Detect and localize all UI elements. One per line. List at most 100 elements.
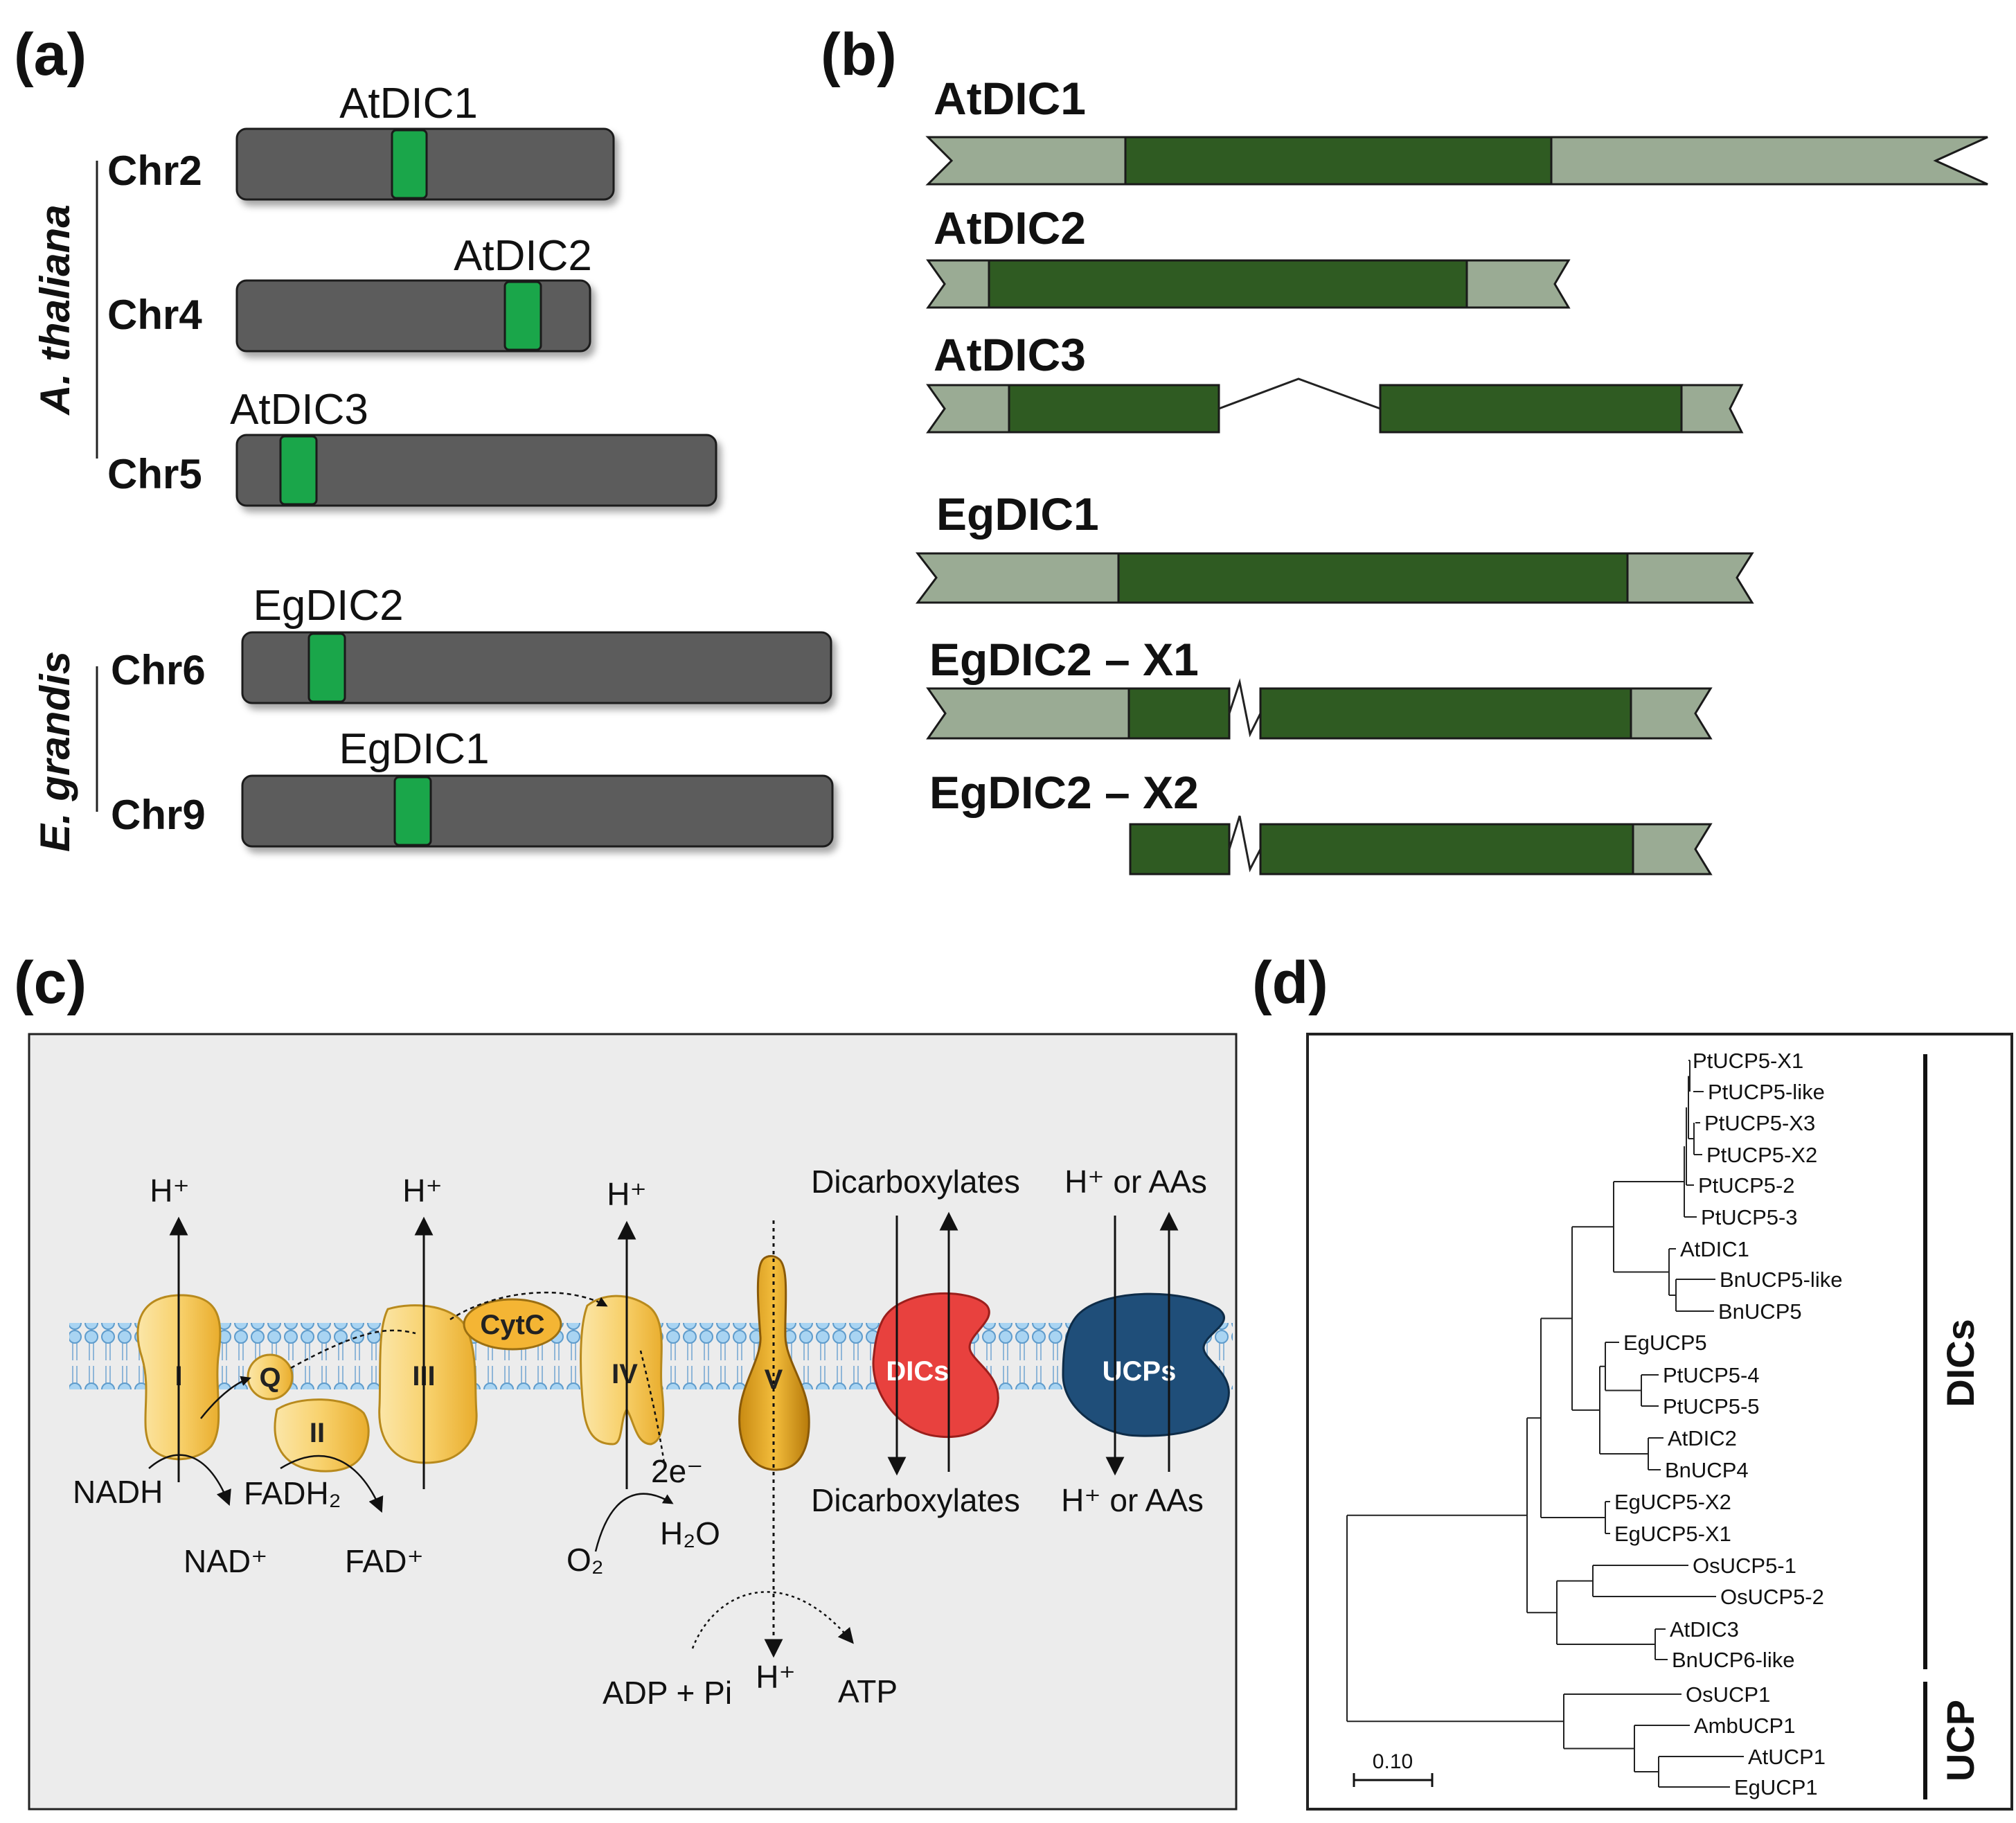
- fadh2-arc-arrow: [280, 1455, 384, 1513]
- phylogenetic-tree: [1346, 1060, 1744, 1788]
- fad-label: FAD⁺: [345, 1543, 424, 1579]
- transcript-label-egdic2-x1: EgDIC2 – X1: [929, 634, 1199, 685]
- species-label-athaliana: A. thaliana: [32, 204, 78, 416]
- h2o-label: H₂O: [660, 1515, 720, 1551]
- gene-locus-atdic2: [503, 281, 542, 351]
- taxon-label: AmbUCP1: [1694, 1714, 1795, 1738]
- taxon-label: EgUCP5: [1623, 1331, 1707, 1355]
- o2-label: O₂: [567, 1542, 604, 1578]
- panel-a-label: (a): [14, 21, 87, 88]
- nadh-arc-arrow: [148, 1454, 231, 1506]
- transcript-egdic2x2-exon1-cds: [1129, 823, 1231, 875]
- group-label-ucp: UCP: [1938, 1700, 1982, 1781]
- proton-label-complex-iii: H⁺: [402, 1173, 443, 1209]
- complex-ii: [274, 1398, 370, 1473]
- chr-label-chr6: Chr6: [111, 647, 206, 693]
- panel-d-frame: [1306, 1033, 2013, 1811]
- gene-locus-atdic3: [279, 435, 318, 506]
- gene-locus-egdic2: [307, 632, 346, 703]
- taxon-label: PtUCP5-3: [1701, 1205, 1798, 1229]
- transcript-egdic2x1-exon1-cds: [1127, 687, 1231, 740]
- dics-bottom-label: Dicarboxylates: [811, 1482, 1020, 1518]
- transcript-label-atdic1: AtDIC1: [934, 73, 1086, 124]
- taxon-label: OsUCP5-2: [1720, 1585, 1824, 1609]
- taxon-label: PtUCP5-4: [1663, 1363, 1760, 1387]
- transcript-atdic1-cds: [1124, 136, 1553, 186]
- atp-synthesis-arc-arrow: [691, 1591, 854, 1649]
- transcript-atdic2-cds: [988, 259, 1468, 309]
- taxon-label: EgUCP5-X1: [1614, 1522, 1731, 1546]
- electron-arrow-iv-down: [639, 1350, 666, 1469]
- gene-label-atdic2: AtDIC2: [454, 232, 592, 280]
- transcript-egdic1-cds: [1117, 552, 1629, 604]
- panel-c-label: (c): [14, 950, 87, 1016]
- group-label-dics: DICs: [1938, 1319, 1982, 1407]
- chr-label-chr9: Chr9: [111, 792, 206, 838]
- ucps-bottom-label: H⁺ or AAs: [1061, 1482, 1204, 1518]
- complex-iv: [580, 1295, 665, 1446]
- ucps-top-label: H⁺ or AAs: [1064, 1164, 1207, 1200]
- taxon-label: PtUCP5-5: [1663, 1394, 1760, 1419]
- panel-d: PtUCP5-X1PtUCP5-likePtUCP5-X3PtUCP5-X2Pt…: [1306, 1033, 2013, 1811]
- electron-arrow-iii-to-iv: [449, 1291, 608, 1321]
- proton-label-complex-iv: H⁺: [607, 1176, 647, 1212]
- panel-c: I Q II III CytC IV V DICs UCPs H⁺ H⁺ H⁺ …: [28, 1033, 1238, 1811]
- transcript-egdic2x1-intron: [1228, 678, 1262, 738]
- chr-label-chr2: Chr2: [107, 148, 202, 194]
- transcript-label-atdic3: AtDIC3: [934, 329, 1086, 380]
- species-label-egrandis: E. grandis: [32, 651, 78, 852]
- panel-b: AtDIC1 AtDIC2 AtDIC3 EgDIC1 EgDIC2 – X1 …: [915, 73, 1988, 875]
- taxon-label: PtUCP5-like: [1708, 1080, 1825, 1104]
- chromosome-chr9: [241, 774, 834, 848]
- chromosome-chr5: [235, 434, 717, 507]
- chr-label-chr4: Chr4: [107, 292, 202, 338]
- taxon-label: EgUCP5-X2: [1614, 1490, 1731, 1514]
- panel-d-label: (d): [1252, 950, 1328, 1016]
- taxon-label: PtUCP5-X3: [1704, 1111, 1815, 1135]
- ucps-carrier: [1062, 1292, 1230, 1437]
- taxon-label: PtUCP5-2: [1698, 1173, 1795, 1198]
- gene-label-egdic1: EgDIC1: [339, 725, 489, 773]
- electron-arrow-i-to-q: [200, 1376, 251, 1419]
- nadh-label: NADH: [73, 1474, 163, 1510]
- complex-iv-label: IV: [612, 1359, 638, 1389]
- taxon-label: PtUCP5-X2: [1706, 1143, 1817, 1167]
- phylogenetic-tree-labels: PtUCP5-X1PtUCP5-likePtUCP5-X3PtUCP5-X2Pt…: [1614, 1049, 1842, 1799]
- proton-label-complex-i: H⁺: [150, 1173, 190, 1209]
- taxon-label: OsUCP1: [1686, 1682, 1770, 1707]
- oxygen-arc-arrow: [594, 1493, 674, 1552]
- chromosome-chr4: [235, 279, 591, 353]
- taxon-label: AtDIC3: [1670, 1617, 1739, 1642]
- chr-label-chr5: Chr5: [107, 451, 202, 497]
- atp-label: ATP: [838, 1673, 898, 1709]
- taxon-label: EgUCP1: [1734, 1775, 1818, 1799]
- cytochrome-c: [463, 1298, 562, 1351]
- gene-label-atdic3: AtDIC3: [230, 386, 368, 434]
- gene-label-atdic1: AtDIC1: [339, 80, 478, 127]
- taxon-label: OsUCP5-1: [1693, 1554, 1796, 1578]
- taxon-label: BnUCP4: [1665, 1458, 1749, 1482]
- complex-v: [738, 1255, 810, 1471]
- taxon-label: PtUCP5-X1: [1693, 1049, 1803, 1073]
- taxon-label: AtDIC2: [1668, 1426, 1737, 1450]
- dics-carrier: [872, 1292, 999, 1439]
- complex-ii-label: II: [310, 1418, 325, 1448]
- adp-label: ADP + Pi: [603, 1675, 732, 1711]
- fadh2-label: FADH₂: [244, 1475, 341, 1511]
- taxon-label: BnUCP5-like: [1720, 1268, 1842, 1292]
- complex-iii: [378, 1304, 478, 1464]
- scale-bar-label: 0.10: [1373, 1750, 1413, 1773]
- transcript-label-atdic2: AtDIC2: [934, 202, 1086, 254]
- taxon-label: BnUCP5: [1718, 1299, 1802, 1324]
- gene-locus-egdic1: [393, 776, 432, 846]
- taxon-label: AtDIC1: [1680, 1237, 1749, 1261]
- proton-label-complex-v: H⁺: [756, 1659, 796, 1695]
- transcript-atdic3-exon2-cds: [1379, 384, 1683, 434]
- electron-arrow-q-to-iii: [290, 1329, 416, 1369]
- transcript-atdic3-exon1-cds: [1008, 384, 1220, 434]
- panel-a: A. thaliana E. grandis Chr2 AtDIC1 Chr4 …: [32, 80, 834, 852]
- cytc-label: CytC: [480, 1310, 544, 1340]
- transcript-egdic2x2-exon2-cds: [1259, 823, 1634, 875]
- nad-label: NAD⁺: [184, 1543, 267, 1579]
